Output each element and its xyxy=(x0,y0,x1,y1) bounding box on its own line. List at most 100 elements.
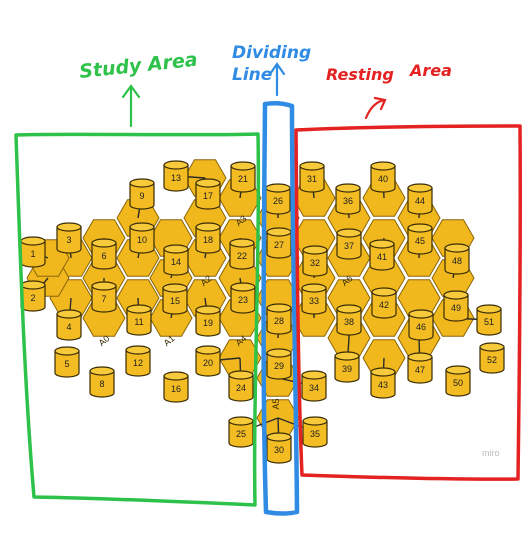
resting-area-arrow xyxy=(364,96,387,120)
seat-label: 44 xyxy=(415,196,425,206)
seat-9: 9 xyxy=(129,178,155,210)
seat-top xyxy=(129,178,155,188)
seat-label: 16 xyxy=(171,384,181,394)
seat-label: 28 xyxy=(274,316,284,326)
seat-label: 38 xyxy=(344,317,354,327)
seat-35: 35 xyxy=(302,416,328,448)
seat-label: 34 xyxy=(309,383,319,393)
seat-12: 12 xyxy=(125,345,151,377)
seat-39: 39 xyxy=(334,351,360,383)
seat-body xyxy=(476,308,502,336)
seat-22: 22 xyxy=(229,238,255,270)
dividing-line-arrow xyxy=(268,62,286,97)
seat-body xyxy=(444,247,470,275)
seat-top xyxy=(229,238,255,248)
seat-top xyxy=(91,281,117,291)
seat-46: 46 xyxy=(408,309,434,341)
seat-36: 36 xyxy=(335,183,361,215)
seat-body xyxy=(266,231,292,259)
seat-label: 29 xyxy=(274,361,284,371)
seat-top xyxy=(334,351,360,361)
seat-top xyxy=(370,161,396,171)
seat-top xyxy=(125,345,151,355)
seat-25: 25 xyxy=(228,416,254,448)
seat-top xyxy=(56,222,82,232)
seat-top xyxy=(301,370,327,380)
seat-45: 45 xyxy=(407,223,433,255)
seat-32: 32 xyxy=(302,245,328,277)
seat-body xyxy=(163,164,189,192)
seat-label: 41 xyxy=(377,252,387,262)
seat-body xyxy=(163,375,189,403)
seat-top xyxy=(336,304,362,314)
seat-top xyxy=(54,346,80,356)
seat-top xyxy=(371,287,397,297)
seat-body xyxy=(91,285,117,313)
seat-body xyxy=(336,232,362,260)
seat-top xyxy=(369,239,395,249)
seat-23: 23 xyxy=(230,282,256,314)
seat-label: 45 xyxy=(415,236,425,246)
seat-top xyxy=(163,244,189,254)
seat-8: 8 xyxy=(89,366,115,398)
seat-33: 33 xyxy=(301,283,327,315)
seat-top xyxy=(479,342,505,352)
seat-44: 44 xyxy=(407,183,433,215)
seat-top xyxy=(336,228,362,238)
seat-body xyxy=(369,243,395,271)
seat-label: 22 xyxy=(237,251,247,261)
seat-top xyxy=(302,245,328,255)
seat-body xyxy=(370,371,396,399)
seat-top xyxy=(163,160,189,170)
seat-top xyxy=(89,366,115,376)
seat-body xyxy=(299,165,325,193)
seat-top xyxy=(299,161,325,171)
seat-top xyxy=(301,283,327,293)
resting-area-boundary xyxy=(294,124,523,481)
seat-top xyxy=(370,367,396,377)
seat-top xyxy=(129,222,155,232)
seat-47: 47 xyxy=(407,352,433,384)
seat-body xyxy=(91,242,117,270)
seat-body xyxy=(230,165,256,193)
seat-label: 17 xyxy=(203,191,213,201)
seat-body xyxy=(125,349,151,377)
seat-label: 51 xyxy=(484,317,494,327)
seat-label: 12 xyxy=(133,358,143,368)
seat-top xyxy=(195,222,221,232)
seat-26: 26 xyxy=(265,183,291,215)
seat-top xyxy=(407,352,433,362)
seat-41: 41 xyxy=(369,239,395,271)
seat-38: 38 xyxy=(336,304,362,336)
seat-body xyxy=(129,182,155,210)
seat-body xyxy=(163,248,189,276)
seat-top xyxy=(266,227,292,237)
seat-label: 25 xyxy=(236,429,246,439)
seat-label: 24 xyxy=(236,383,246,393)
seat-7: 7 xyxy=(91,281,117,313)
seat-top xyxy=(476,304,502,314)
seat-label: 52 xyxy=(487,355,497,365)
seat-top xyxy=(445,365,471,375)
miro-watermark: miro xyxy=(482,448,500,458)
seat-label: 11 xyxy=(134,317,143,327)
seat-label: 14 xyxy=(171,257,181,267)
seat-top xyxy=(228,370,254,380)
seat-top xyxy=(91,238,117,248)
seat-43: 43 xyxy=(370,367,396,399)
study-area-boundary xyxy=(14,132,261,507)
seat-body xyxy=(334,355,360,383)
seat-label: 47 xyxy=(415,365,425,375)
seat-body xyxy=(407,356,433,384)
seat-label: 6 xyxy=(101,251,106,261)
seat-body xyxy=(408,313,434,341)
seat-body xyxy=(370,165,396,193)
seat-27: 27 xyxy=(266,227,292,259)
seat-label: 19 xyxy=(203,318,213,328)
seat-50: 50 xyxy=(445,365,471,397)
seat-label: 1 xyxy=(30,249,35,259)
seat-label: 35 xyxy=(310,429,320,439)
seat-body xyxy=(89,370,115,398)
seat-top xyxy=(20,280,46,290)
seat-48: 48 xyxy=(444,243,470,275)
